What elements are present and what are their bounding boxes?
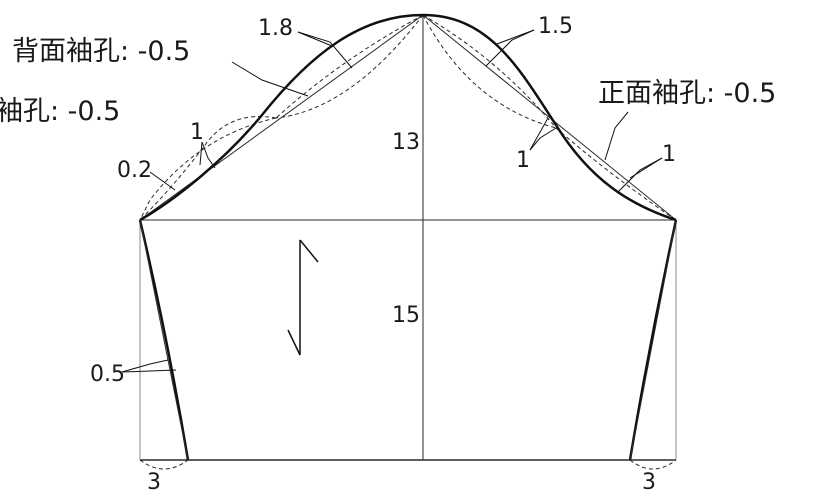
back-dashed-curve-mid <box>139 116 277 221</box>
leader-1-left <box>201 141 216 169</box>
measure-3-left: 3 <box>147 470 161 495</box>
measure-0-2: 0.2 <box>117 158 152 183</box>
back-underarm-guide <box>139 219 189 461</box>
measure-1-5: 1.5 <box>538 14 573 39</box>
leader-1-8-b <box>297 31 333 47</box>
front-underarm-guide <box>629 219 677 461</box>
leader-0-2 <box>149 171 176 191</box>
back-dashed-curve-lower <box>139 117 277 221</box>
measure-15: 15 <box>392 303 420 328</box>
leader-1-right <box>617 157 663 193</box>
front-dashed-curve-alt <box>422 14 557 129</box>
leader-1-mid <box>529 127 557 151</box>
back-armhole-label: 背面袖孔: -0.5 <box>12 36 191 67</box>
measure-1-front-mid: 1 <box>516 148 530 173</box>
grain-arrow-bottom <box>287 329 301 356</box>
leader-1-left-b <box>199 141 203 166</box>
leader-front-armhole <box>604 111 629 161</box>
leader-0-5 <box>121 359 169 373</box>
measure-1-back: 1 <box>190 120 204 145</box>
measure-0-5: 0.5 <box>90 362 125 387</box>
measure-3-right: 3 <box>642 470 656 495</box>
grain-arrow-top <box>299 239 319 263</box>
back-dashed-curve-alt <box>275 14 424 119</box>
front-dashed-curve-lower <box>555 127 677 221</box>
front-underarm-seam <box>628 219 678 461</box>
hem-left-dashed <box>139 459 189 470</box>
leader-1-8 <box>297 31 353 69</box>
leader-1-5 <box>485 29 535 67</box>
leader-back-armhole <box>231 61 309 97</box>
leader-1-5-b <box>496 29 535 45</box>
back-underarm-seam <box>138 219 190 461</box>
measure-1-front: 1 <box>662 142 676 167</box>
sleeve-cap-curve <box>139 13 677 222</box>
leader-1-right-b <box>629 157 663 179</box>
measure-13: 13 <box>392 130 420 155</box>
front-dashed-curve-upper <box>422 14 557 129</box>
measure-1-8: 1.8 <box>258 16 293 41</box>
front-cap-guide <box>422 14 677 221</box>
front-armhole-label: 正面袖孔: -0.5 <box>598 78 777 109</box>
leader-1-mid-b <box>529 117 549 151</box>
back-armhole-label-clipped: 袖孔: -0.5 <box>0 96 121 127</box>
leader-0-5-b <box>121 369 177 373</box>
hem-right-dashed <box>629 459 677 470</box>
